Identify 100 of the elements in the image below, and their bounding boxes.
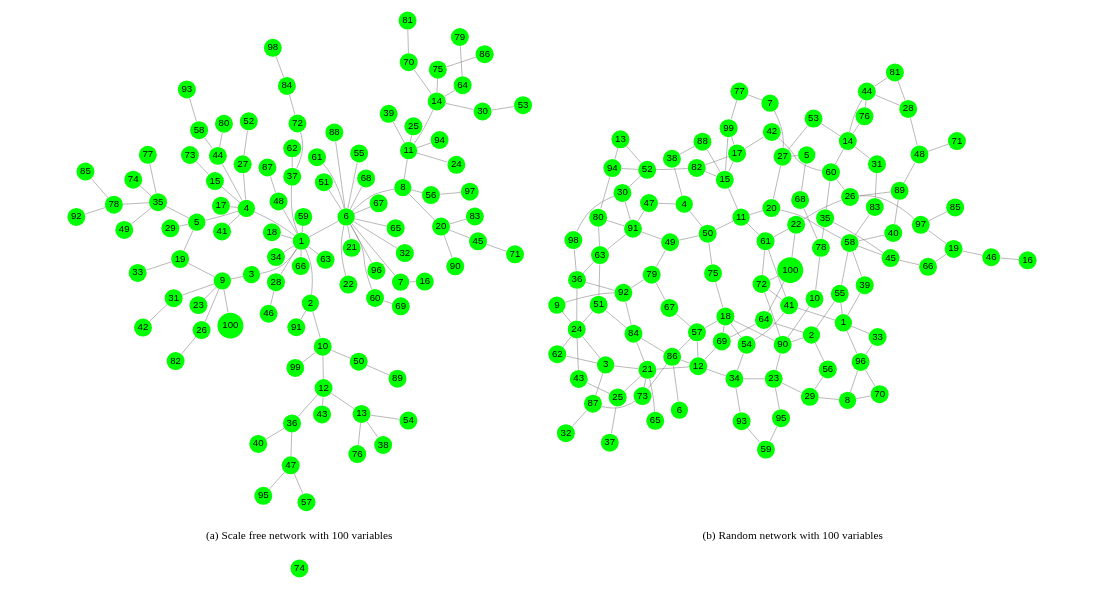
connector (573, 249, 576, 271)
node-circle: 13 (610, 130, 629, 149)
connector (181, 283, 214, 296)
node-circle: 43 (312, 405, 331, 424)
connector (814, 256, 820, 290)
node-circle: 29 (160, 219, 179, 238)
connector (865, 344, 873, 355)
connector (122, 202, 149, 205)
node-circle: 60 (821, 163, 840, 182)
connector (909, 117, 918, 146)
node-circle: 97 (911, 215, 930, 234)
node-circle: 61 (307, 148, 326, 167)
connector (409, 135, 412, 143)
node-circle: 100 (216, 312, 243, 339)
connector (761, 250, 765, 276)
connector (308, 220, 339, 238)
node-circle: 81 (885, 63, 904, 82)
connector (328, 189, 342, 211)
connector (221, 186, 240, 203)
node-circle: 90 (773, 335, 792, 354)
connector (227, 214, 240, 226)
connector (230, 276, 243, 280)
node-circle: 9 (547, 296, 566, 314)
connector (304, 248, 313, 295)
node-circle: 93 (177, 80, 196, 99)
node-circle: 42 (762, 122, 781, 141)
connector (846, 330, 857, 354)
connector (820, 123, 840, 137)
node-circle: 98 (263, 38, 282, 57)
node-circle: 55 (349, 144, 368, 163)
connector (90, 178, 108, 198)
node-circle: 11 (399, 141, 417, 160)
node-circle: 70 (399, 53, 418, 72)
connector (576, 338, 579, 370)
connector (582, 311, 593, 323)
node-circle: 31 (164, 289, 183, 308)
node-circle: 20 (761, 199, 780, 218)
node-circle: 14 (838, 132, 857, 151)
connector (637, 210, 644, 222)
node-circle: 41 (779, 296, 798, 315)
node-circle: 52 (637, 160, 656, 179)
node-circle: 1 (834, 314, 852, 332)
node-circle: 70 (870, 385, 889, 404)
node-circle: 10 (805, 289, 824, 308)
connector (413, 69, 432, 95)
connector (178, 223, 188, 227)
node-circle: 96 (366, 261, 385, 280)
node-circle: 91 (623, 219, 642, 238)
connector (767, 249, 786, 297)
connector (353, 206, 370, 214)
connector (897, 80, 905, 101)
connector (730, 136, 734, 145)
connector (821, 227, 824, 240)
node-circle: 100 (776, 257, 803, 284)
node-circle: 53 (804, 109, 823, 128)
node-circle: 36 (282, 414, 301, 433)
node-circle: 76 (855, 107, 873, 126)
connector (204, 288, 219, 322)
node-circle: 21 (342, 238, 361, 257)
connector (728, 161, 733, 172)
connector (854, 146, 870, 159)
node-circle: 18 (262, 223, 281, 242)
connector (849, 370, 858, 393)
node-circle: 2 (301, 294, 319, 312)
connector (243, 130, 248, 156)
connector (655, 366, 689, 370)
node-circle: 44 (857, 82, 876, 101)
connector (562, 336, 571, 348)
node-circle: 92 (613, 283, 632, 302)
connector (852, 123, 859, 134)
connector (873, 77, 888, 87)
connector (606, 234, 626, 250)
connector (769, 426, 777, 442)
connector (302, 352, 316, 363)
connector (688, 210, 702, 227)
node-circle: 1 (292, 232, 310, 250)
connector (781, 382, 802, 393)
connector (282, 245, 294, 253)
node-circle: 16 (1018, 251, 1037, 270)
node-circle: 88 (692, 132, 711, 151)
connector (586, 382, 610, 394)
connector (149, 304, 167, 322)
connector (730, 323, 741, 338)
node-circle: 46 (259, 304, 278, 323)
connector (565, 355, 598, 364)
connector (640, 338, 664, 353)
node-circle: 79 (450, 28, 469, 46)
connector (165, 206, 189, 219)
connector (846, 292, 860, 316)
connector (290, 185, 298, 234)
connector (349, 186, 362, 210)
connector (322, 355, 324, 380)
connector (706, 369, 726, 377)
node-circle: 36 (567, 270, 586, 289)
connector (366, 365, 389, 376)
connector (445, 103, 474, 110)
node-circle: 77 (138, 145, 157, 164)
connector (628, 175, 641, 187)
node-circle: 44 (208, 146, 227, 165)
connector (772, 165, 781, 200)
